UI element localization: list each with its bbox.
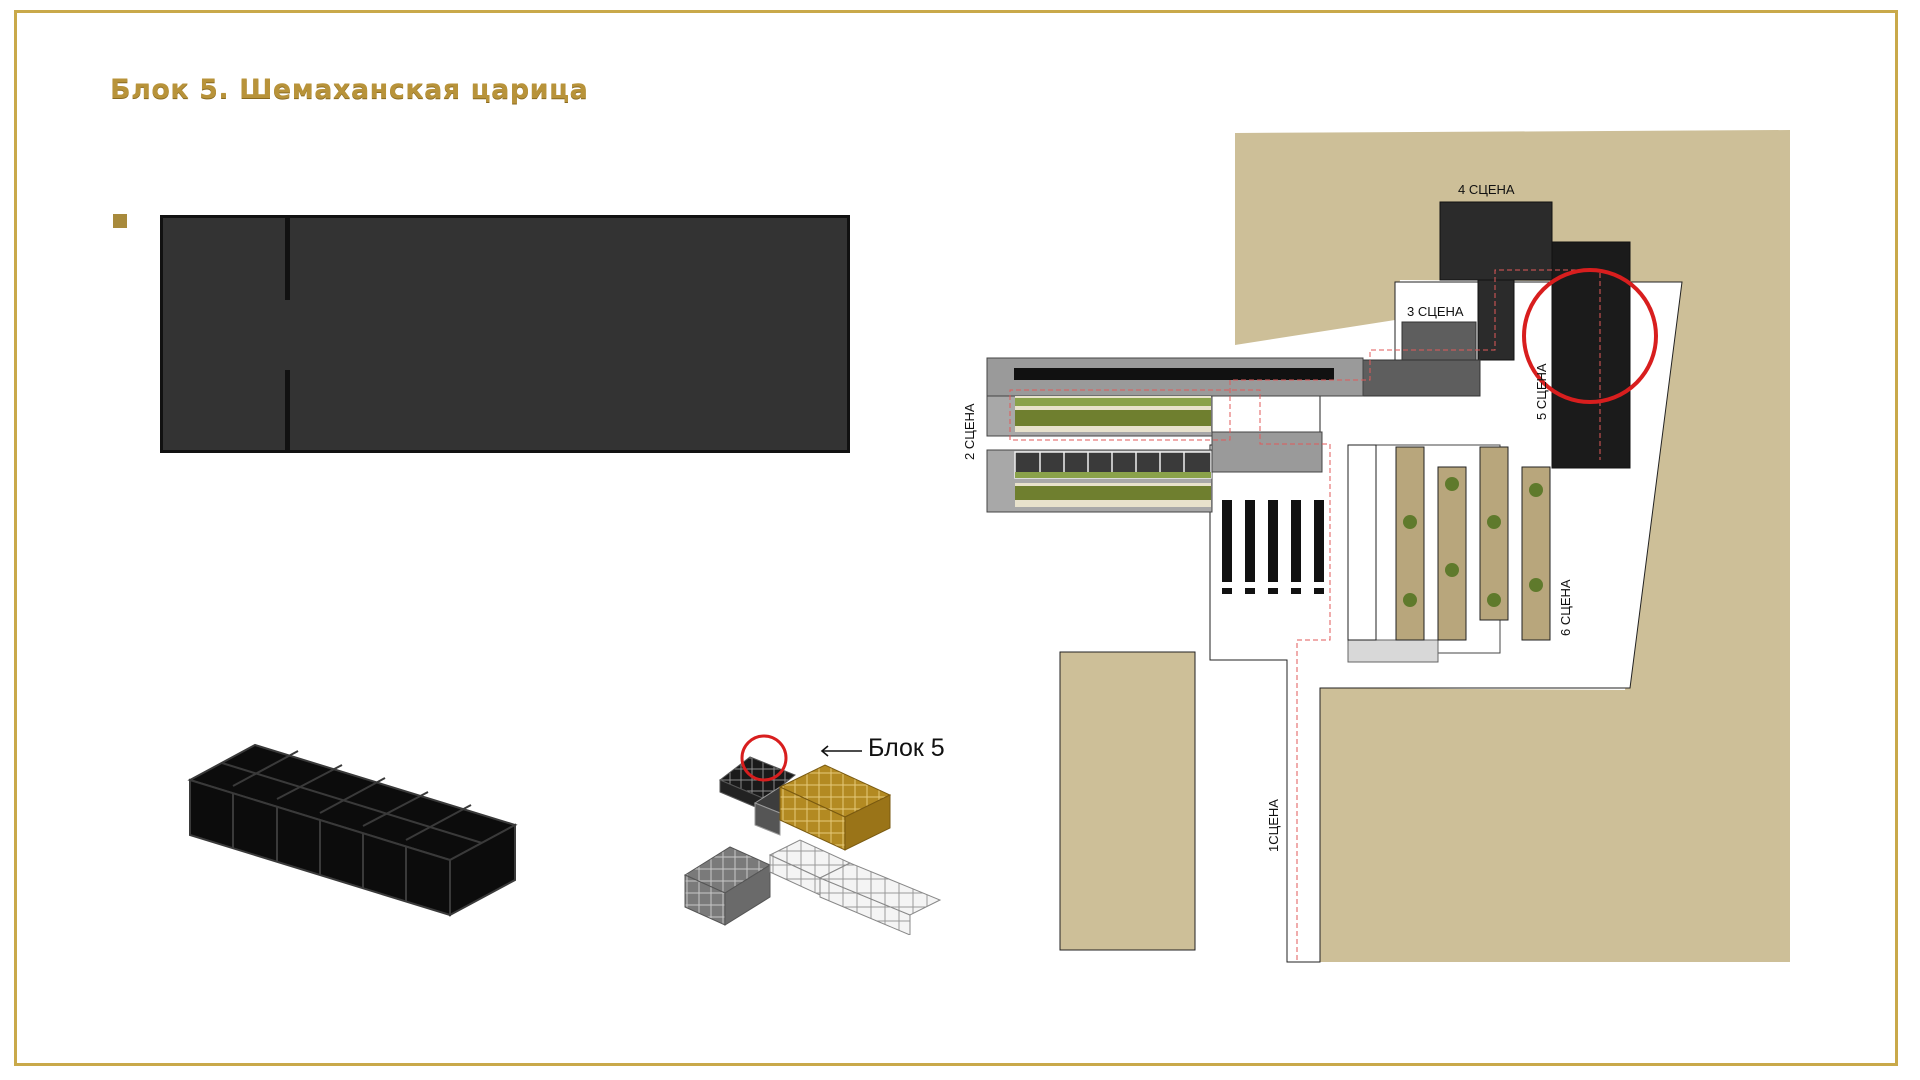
slide-title: Блок 5. Шемаханская царица — [110, 74, 589, 105]
iso-front-grid — [232, 793, 407, 902]
bullet-icon — [113, 214, 127, 228]
iso-top-grid — [221, 750, 483, 844]
block-isometric-view — [187, 743, 518, 917]
iso-side-face — [449, 823, 516, 917]
block-floor-plan — [160, 215, 850, 453]
massing-model — [683, 734, 942, 935]
door-opening — [283, 300, 292, 370]
block-callout-label: Блок 5 — [868, 734, 945, 762]
slide-frame — [14, 10, 1898, 1066]
arrow-left-icon — [820, 745, 862, 757]
red-circle-highlight — [740, 734, 788, 782]
